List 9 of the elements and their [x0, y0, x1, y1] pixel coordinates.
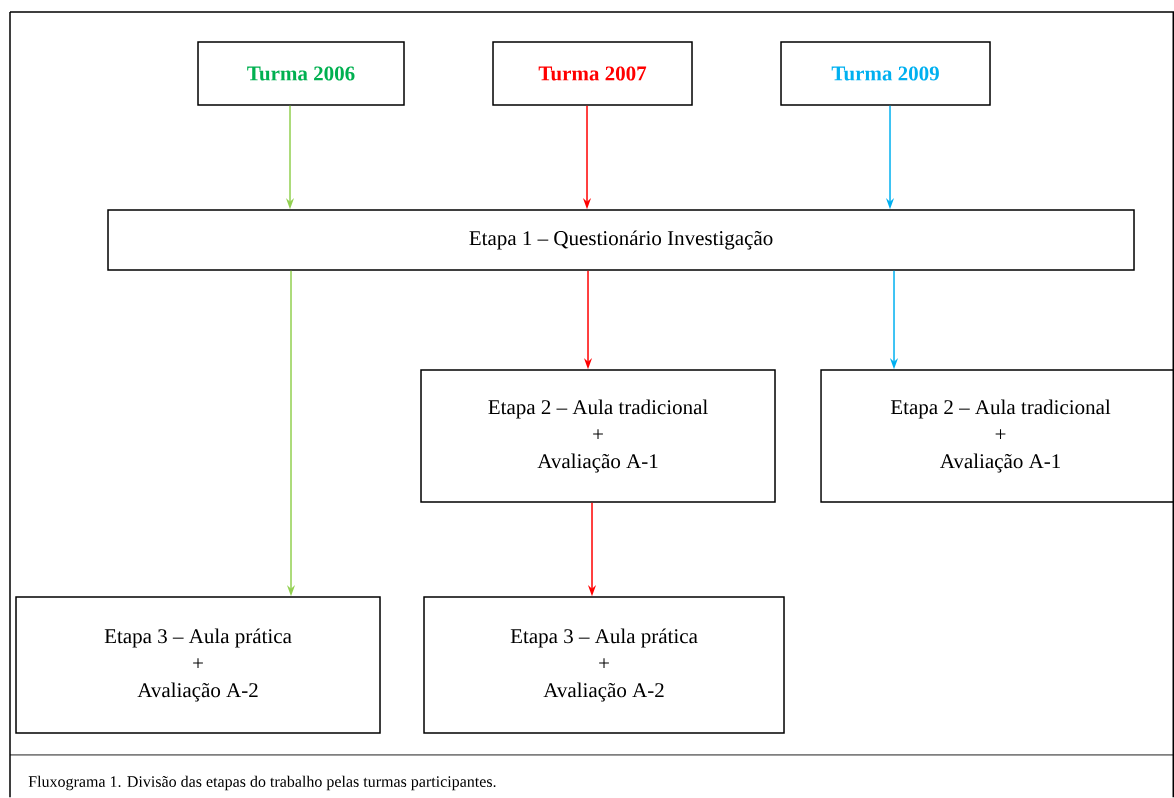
group-box: Turma 2009	[780, 41, 991, 106]
group-box: Turma 2007	[492, 41, 693, 106]
caption: Fluxograma 1. Divisão das etapas do trabalho pelas turmas participantes.	[28, 775, 496, 791]
stage-box: Etapa 1 – Questionário Investigação	[107, 209, 1135, 271]
stage-box: Etapa 3 – Aula prática + Avaliação A-2	[423, 596, 785, 734]
group-box: Turma 2006	[197, 41, 405, 106]
stage-box: Etapa 2 – Aula tradicional + Avaliação A-1	[820, 369, 1174, 503]
stage-box: Etapa 3 – Aula prática + Avaliação A-2	[15, 596, 381, 734]
stage-box: Etapa 2 – Aula tradicional + Avaliação A-1	[420, 369, 776, 503]
